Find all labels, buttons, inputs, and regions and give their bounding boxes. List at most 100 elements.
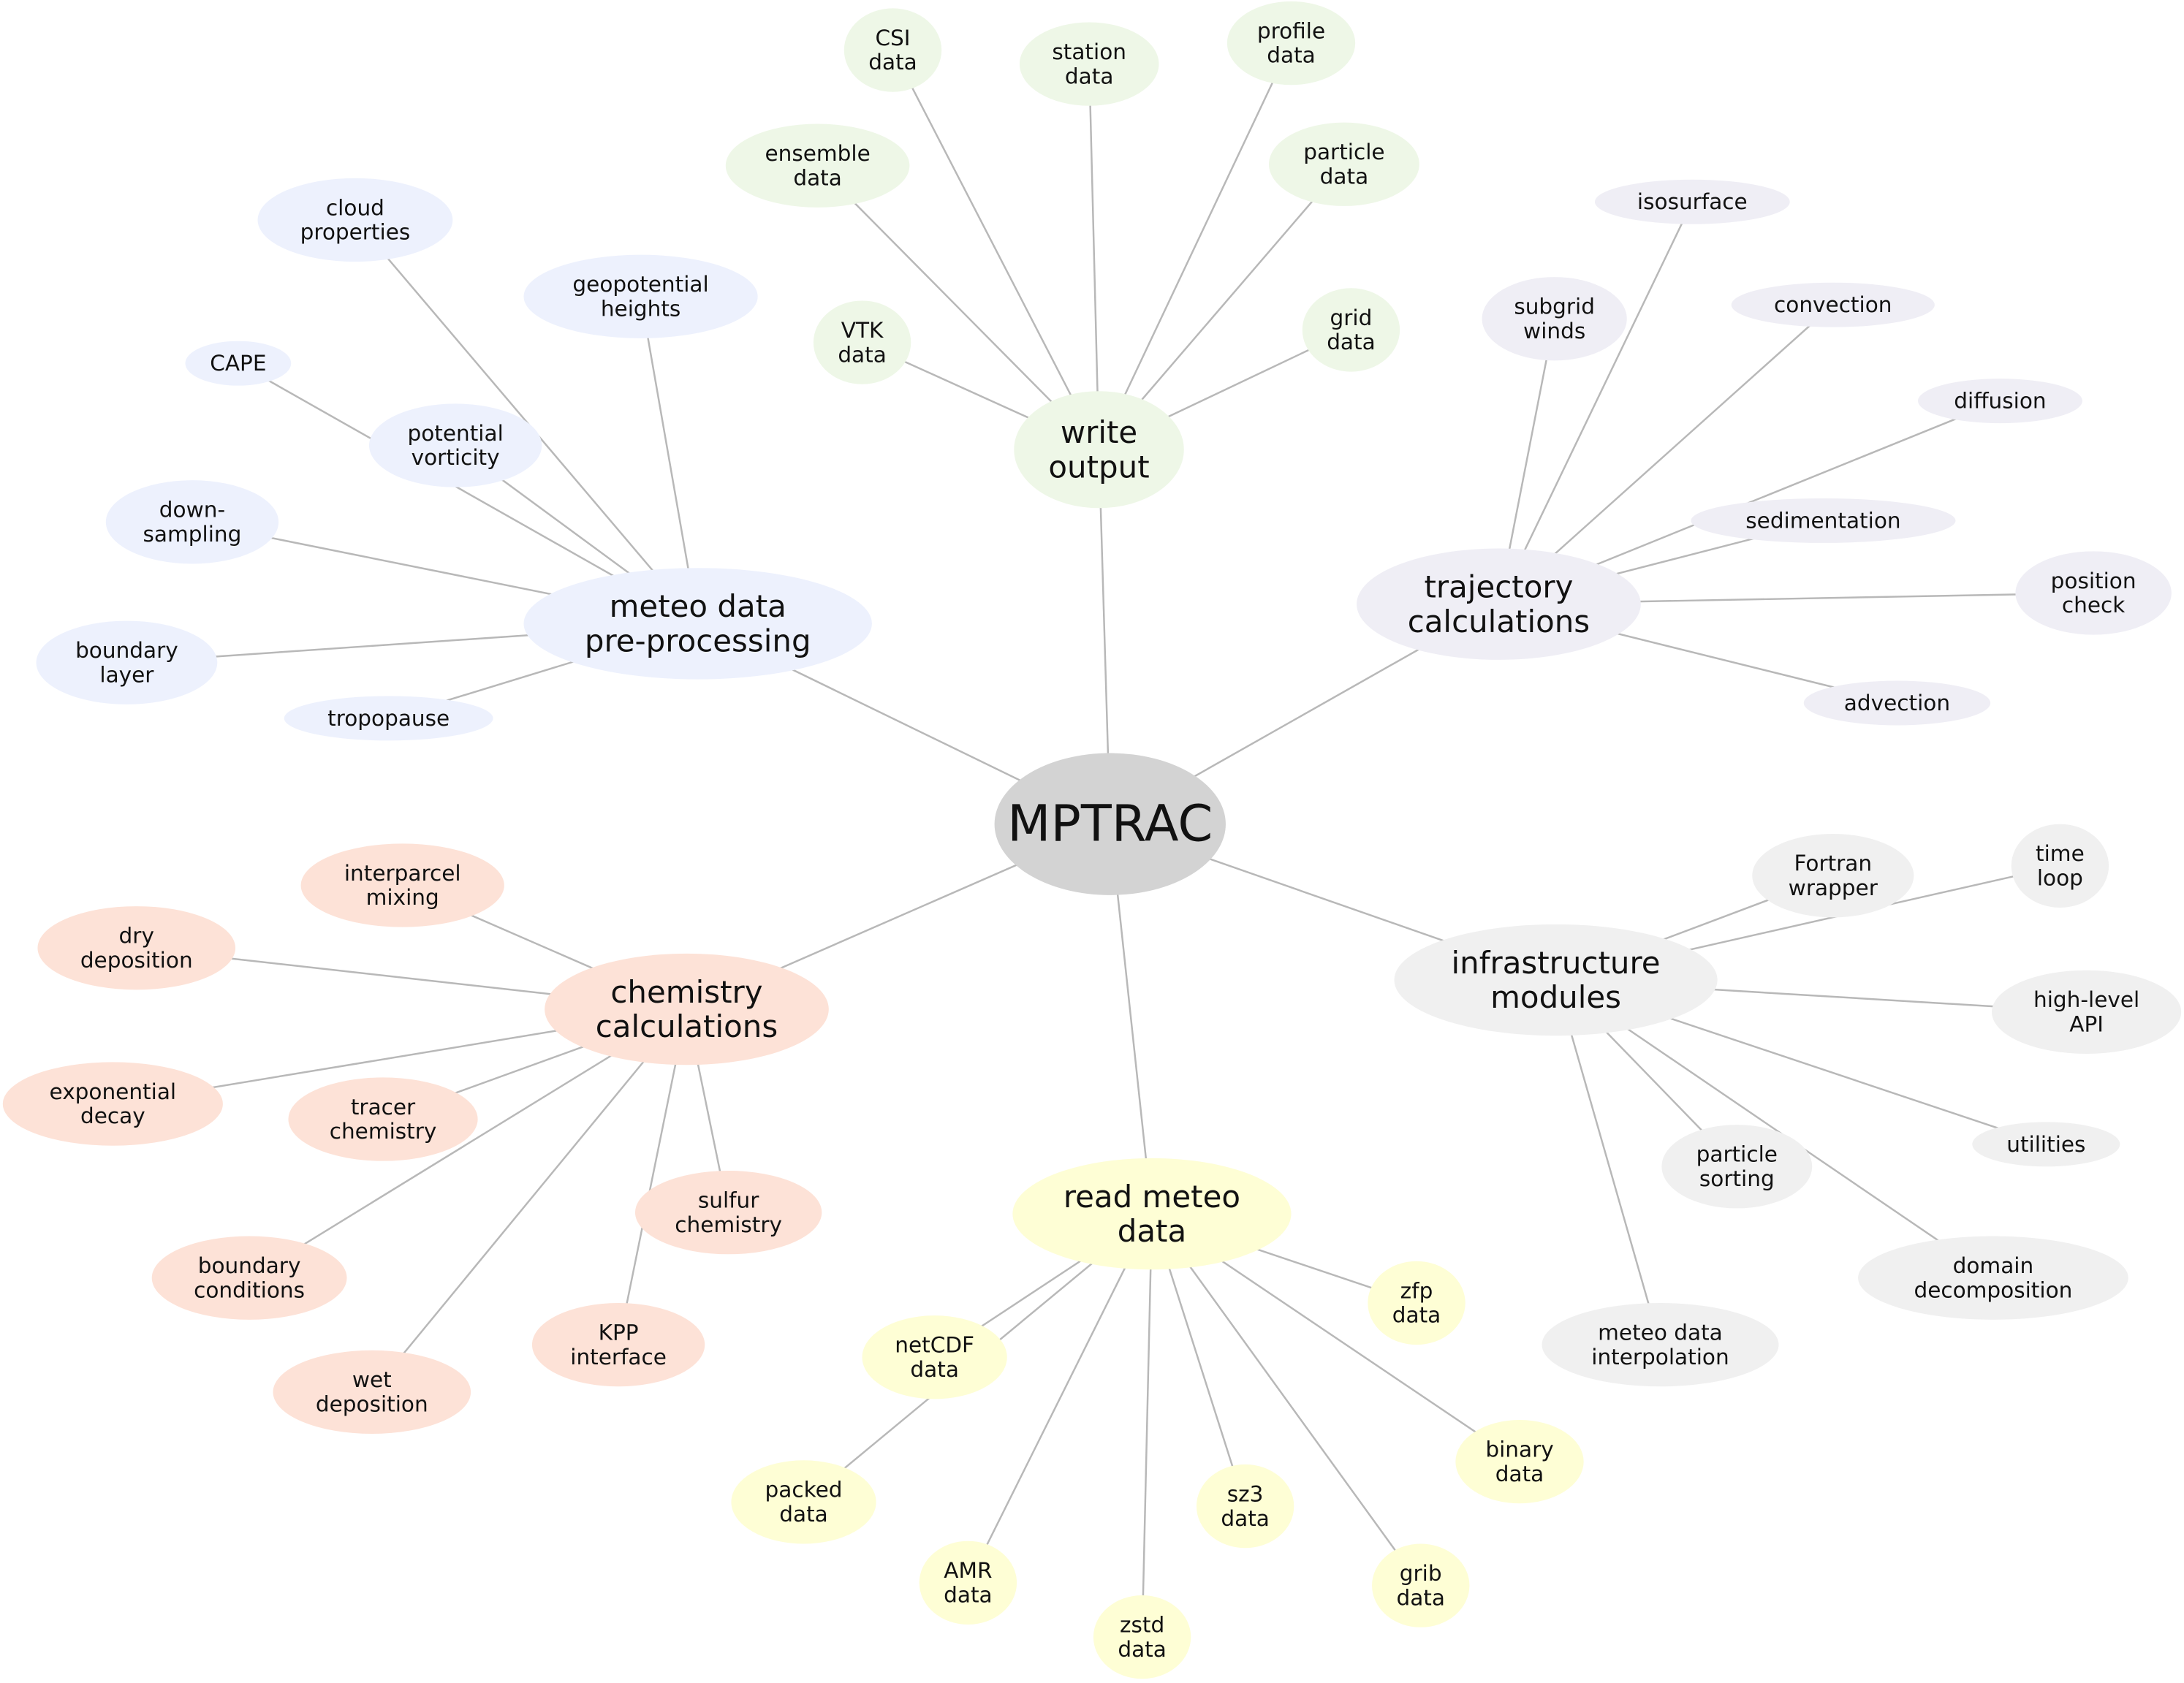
node-read-meteo-data-shape bbox=[1012, 1158, 1292, 1270]
node-profile-data-label: profile bbox=[1257, 18, 1325, 43]
node-grib-data-label: data bbox=[1396, 1585, 1444, 1610]
node-diffusion-label: diffusion bbox=[1954, 389, 2046, 414]
node-packed-data-shape bbox=[731, 1460, 876, 1544]
node-csi-data-label: data bbox=[868, 50, 917, 75]
edge-infrastructure-modules-meteo-data-interpolation bbox=[1555, 979, 1661, 1345]
node-csi-data-shape bbox=[843, 8, 942, 92]
node-exponential-decay-label: decay bbox=[80, 1103, 145, 1128]
edge-write-output-station-data bbox=[1088, 64, 1100, 450]
node-interparcel-mixing-label: mixing bbox=[366, 885, 439, 910]
node-meteo-data-interpolation-label: meteo data bbox=[1598, 1320, 1723, 1345]
node-zstd-data-label: zstd bbox=[1120, 1612, 1164, 1637]
edge-read-meteo-data-zstd-data bbox=[1141, 1214, 1153, 1638]
node-domain-decomposition-shape bbox=[1858, 1236, 2128, 1320]
node-potential-vorticity-label: potential bbox=[407, 421, 503, 446]
node-read-meteo-data-label: read meteo bbox=[1063, 1179, 1240, 1215]
node-high-level-api-label: high-level bbox=[2033, 987, 2139, 1012]
node-infrastructure-modules-label: modules bbox=[1490, 979, 1621, 1015]
node-cape: CAPE bbox=[185, 341, 292, 386]
node-utilities-label: utilities bbox=[2006, 1132, 2085, 1157]
node-tracer-chemistry-label: chemistry bbox=[330, 1119, 437, 1144]
node-sz3-data-label: sz3 bbox=[1227, 1481, 1264, 1506]
node-sulfur-chemistry-label: sulfur bbox=[698, 1188, 759, 1212]
node-convection: convection bbox=[1731, 282, 1935, 327]
node-vtk-data-shape bbox=[813, 300, 911, 384]
edge-read-meteo-data-grib-data bbox=[1150, 1213, 1422, 1587]
node-trajectory-calculations-label: trajectory bbox=[1424, 569, 1573, 605]
node-time-loop-label: time bbox=[2036, 841, 2085, 866]
node-boundary-conditions-label: boundary bbox=[198, 1253, 301, 1278]
node-vtk-data-label: data bbox=[838, 342, 886, 367]
node-diffusion-shape bbox=[1918, 379, 2082, 424]
node-netcdf-data-shape bbox=[862, 1315, 1007, 1399]
node-wet-deposition-label: deposition bbox=[316, 1392, 428, 1417]
node-zfp-data-label: zfp bbox=[1400, 1278, 1433, 1303]
node-amr-data-label: data bbox=[944, 1583, 992, 1608]
node-isosurface-label: isosurface bbox=[1637, 189, 1748, 214]
node-position-check-label: check bbox=[2062, 593, 2125, 618]
node-chemistry-calculations-label: calculations bbox=[596, 1008, 778, 1044]
node-meteo-data-interpolation-label: interpolation bbox=[1591, 1345, 1729, 1369]
node-zstd-data-label: data bbox=[1118, 1637, 1166, 1662]
node-wet-deposition-shape bbox=[273, 1350, 471, 1435]
node-kpp-interface-shape bbox=[531, 1302, 705, 1387]
node-interparcel-mixing-label: interparcel bbox=[344, 861, 461, 886]
edge-read-meteo-data-amr-data bbox=[967, 1213, 1153, 1584]
node-packed-data-label: packed bbox=[765, 1478, 843, 1502]
node-ensemble-data-label: ensemble bbox=[765, 141, 870, 166]
node-tracer-chemistry-label: tracer bbox=[351, 1095, 416, 1120]
node-boundary-layer-shape bbox=[36, 620, 218, 704]
node-zfp-data-label: data bbox=[1392, 1303, 1441, 1328]
node-center-mptrac-shape bbox=[994, 753, 1226, 895]
node-particle-sorting-shape bbox=[1661, 1125, 1813, 1209]
node-cloud-properties-shape bbox=[257, 178, 453, 262]
node-netcdf-data-label: data bbox=[910, 1357, 958, 1382]
node-subgrid-winds-label: subgrid bbox=[1514, 295, 1595, 319]
node-cape-shape bbox=[185, 341, 292, 386]
node-advection: advection bbox=[1803, 680, 1991, 726]
node-grid-data-label: grid bbox=[1330, 305, 1373, 330]
node-isosurface: isosurface bbox=[1594, 179, 1790, 224]
node-tropopause: tropopause bbox=[284, 696, 493, 741]
edge-write-output-profile-data bbox=[1098, 42, 1292, 450]
node-infrastructure-modules-shape bbox=[1394, 924, 1718, 1036]
node-geopotential-heights-label: heights bbox=[601, 296, 680, 321]
node-tracer-chemistry-shape bbox=[288, 1077, 478, 1161]
node-profile-data-label: data bbox=[1267, 43, 1315, 68]
node-vtk-data-label: VTK bbox=[841, 318, 884, 343]
node-advection-label: advection bbox=[1844, 691, 1950, 715]
node-geopotential-heights-shape bbox=[523, 254, 758, 338]
node-convection-label: convection bbox=[1774, 292, 1892, 317]
node-exponential-decay-shape bbox=[2, 1062, 223, 1146]
node-particle-data-shape bbox=[1269, 122, 1419, 206]
node-particle-sorting-label: particle bbox=[1696, 1142, 1778, 1167]
node-station-data-label: station bbox=[1052, 39, 1126, 64]
node-zstd-data-shape bbox=[1093, 1595, 1191, 1679]
node-ensemble-data-shape bbox=[725, 124, 910, 208]
node-boundary-conditions-shape bbox=[151, 1236, 347, 1320]
node-sedimentation-label: sedimentation bbox=[1745, 508, 1900, 533]
node-high-level-api-label: API bbox=[2069, 1012, 2104, 1037]
node-boundary-layer-label: layer bbox=[99, 662, 154, 687]
